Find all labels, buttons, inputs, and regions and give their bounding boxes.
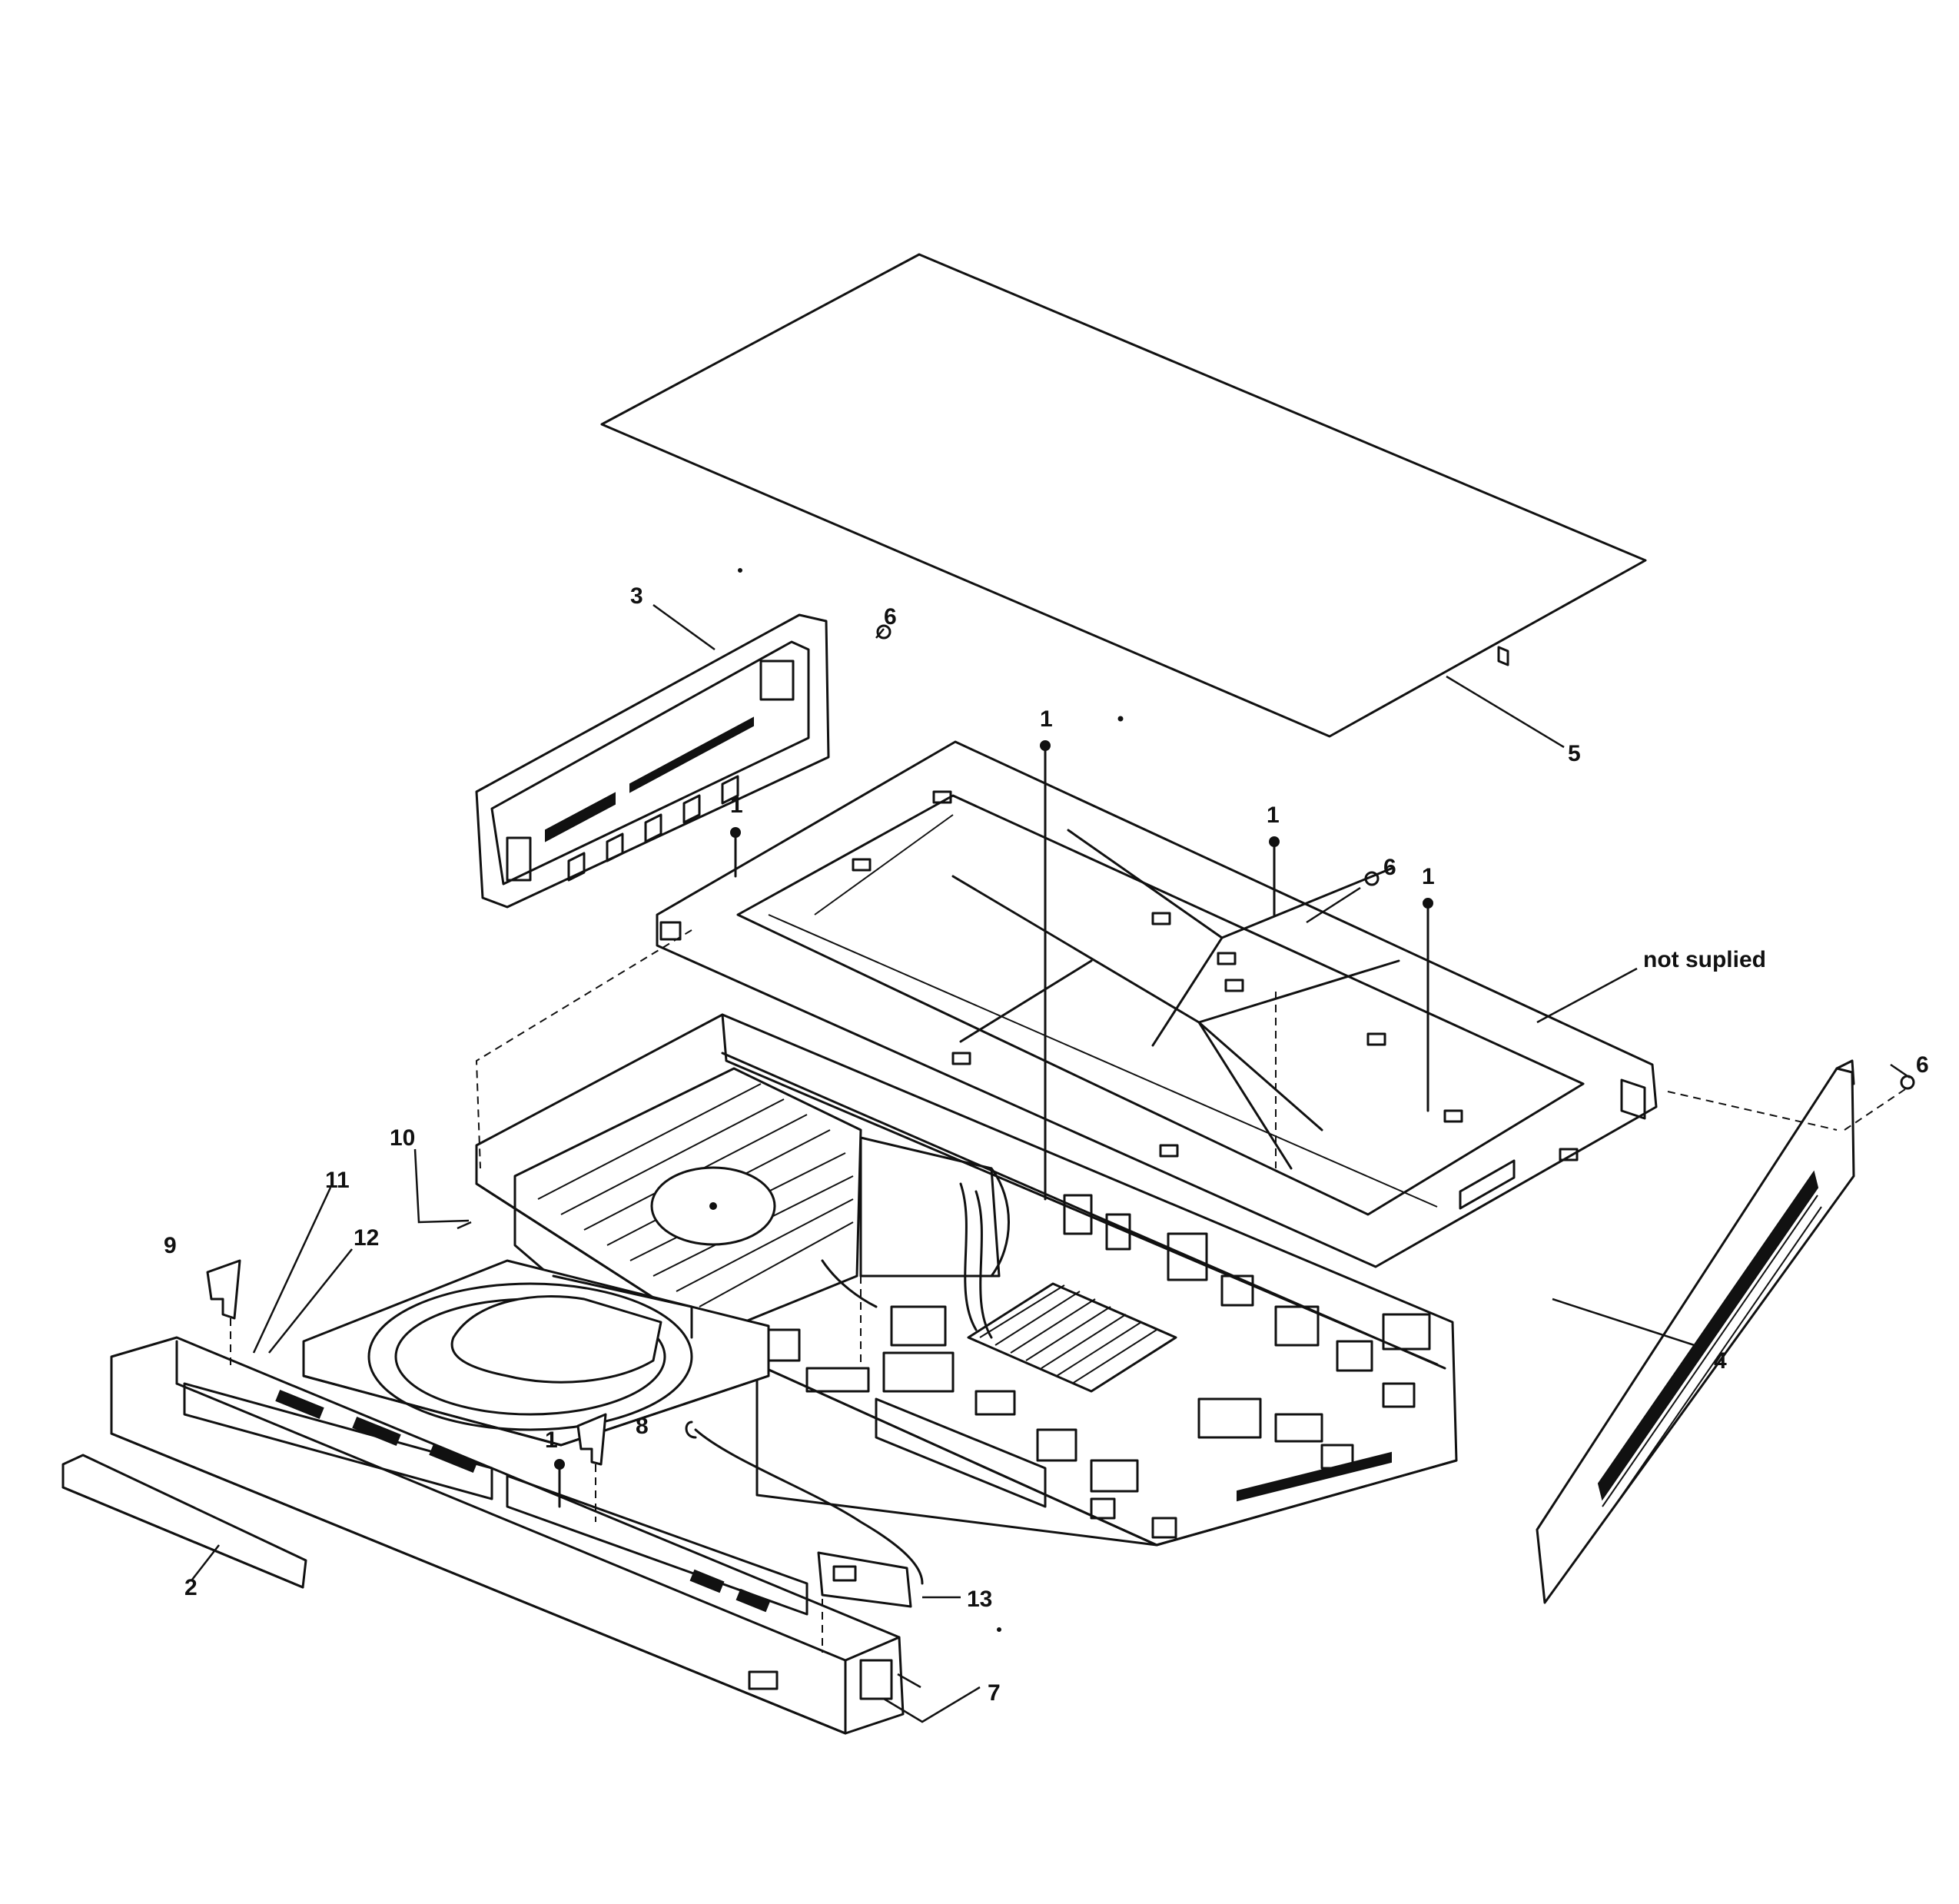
- callout-9: 9: [164, 1233, 177, 1258]
- callout-1c: 1: [1267, 802, 1280, 828]
- callout-12: 12: [354, 1225, 379, 1251]
- speck: [1117, 716, 1124, 722]
- callout-3: 3: [630, 583, 643, 609]
- callout-6b: 6: [1383, 855, 1396, 880]
- callout-labels: 1 1 1 1 1 2 3 4 5 6 6 6 7 8 9 10 11 12 1…: [164, 583, 1929, 1706]
- part-top-cover: [600, 253, 1647, 738]
- speck: [997, 1627, 1001, 1632]
- leader-lines: [191, 603, 1911, 1723]
- part-front-panel: [110, 1336, 905, 1735]
- part-rear-bracket: [475, 613, 830, 909]
- screws: [554, 624, 1915, 1508]
- screw-1a: [1040, 740, 1051, 1201]
- part-main-chassis: [475, 1013, 1458, 1547]
- screw-6c: [1900, 1075, 1915, 1090]
- callout-1b: 1: [730, 793, 743, 818]
- screw-6b: [1364, 871, 1380, 886]
- callout-7: 7: [988, 1680, 1001, 1706]
- alignment-lines: [230, 929, 1908, 1653]
- part-side-plate: [1536, 1059, 1855, 1604]
- part-top-frame: [656, 740, 1658, 1268]
- screw-1c: [1269, 836, 1280, 916]
- callout-5: 5: [1568, 741, 1581, 766]
- note-not-supplied: not suplied: [1643, 947, 1766, 972]
- part-bracket-9: [206, 1259, 241, 1320]
- callout-4: 4: [1714, 1348, 1727, 1374]
- callout-2: 2: [184, 1575, 198, 1600]
- screw-6a: [876, 624, 892, 640]
- callout-11: 11: [325, 1168, 350, 1193]
- callout-6a: 6: [884, 604, 897, 630]
- part-disc-tray: [302, 1259, 770, 1447]
- screw-1d: [1423, 898, 1433, 1112]
- callout-10: 10: [390, 1125, 415, 1151]
- callout-6c: 6: [1916, 1052, 1929, 1078]
- speck: [738, 568, 742, 573]
- part-bracket-8: [576, 1413, 607, 1466]
- part-window-strip: [61, 1454, 307, 1589]
- callout-1e: 1: [545, 1427, 558, 1453]
- part-cable: [685, 1421, 924, 1608]
- callout-8: 8: [636, 1414, 649, 1439]
- callout-13: 13: [967, 1587, 992, 1612]
- callout-1a: 1: [1040, 706, 1053, 732]
- callout-1d: 1: [1422, 864, 1435, 889]
- screw-1e: [554, 1459, 565, 1508]
- screw-1b: [730, 827, 741, 878]
